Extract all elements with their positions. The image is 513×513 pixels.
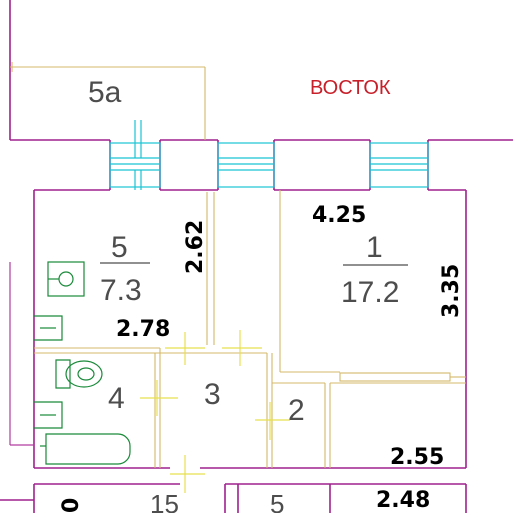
- room-3-number: 3: [204, 378, 221, 411]
- wardrobe-shelf: [339, 372, 451, 382]
- room-5-area: 7.3: [100, 274, 142, 307]
- outer-walls: [9, 0, 513, 469]
- door-entrance: [170, 455, 205, 493]
- toilet: [55, 359, 103, 389]
- door-room5: [165, 332, 205, 365]
- room-15-number: 15: [150, 489, 179, 513]
- washbasin: [34, 401, 63, 429]
- partitions: [34, 190, 466, 468]
- dimension-0: 0: [59, 498, 84, 513]
- east-label: ВОСТОК: [310, 77, 391, 99]
- room-1-number: 1: [366, 231, 383, 264]
- dimension-4-25: 4.25: [312, 203, 366, 228]
- room-1-area: 17.2: [341, 276, 399, 309]
- stove-burner: [58, 271, 74, 287]
- room-5-lower-number: 5: [270, 489, 284, 513]
- dimension-3-35: 3.35: [439, 264, 464, 318]
- dimension-2-55: 2.55: [390, 445, 444, 470]
- doors: [140, 330, 290, 493]
- dimension-2-48: 2.48: [376, 488, 430, 513]
- room-4-number: 4: [108, 382, 125, 415]
- door-room1: [222, 330, 262, 366]
- kitchen-sink: [34, 315, 63, 341]
- window-3: [369, 142, 429, 188]
- dimension-2-78: 2.78: [116, 317, 170, 342]
- dimension-2-62: 2.62: [183, 220, 208, 274]
- door-room4: [140, 380, 178, 416]
- window-2: [217, 142, 275, 188]
- room-5a-outline: [10, 62, 206, 140]
- room-5a-number: 5a: [88, 76, 122, 109]
- door-room2: [255, 402, 290, 440]
- bathtub: [40, 433, 131, 465]
- kitchen-stove: [47, 261, 85, 297]
- room-5-number: 5: [111, 231, 128, 264]
- room-2-number: 2: [288, 394, 305, 427]
- window-1: [109, 120, 161, 190]
- window-3-frame: [369, 142, 429, 188]
- lower-unit-walls: [0, 483, 467, 513]
- window-2-frame: [217, 142, 275, 188]
